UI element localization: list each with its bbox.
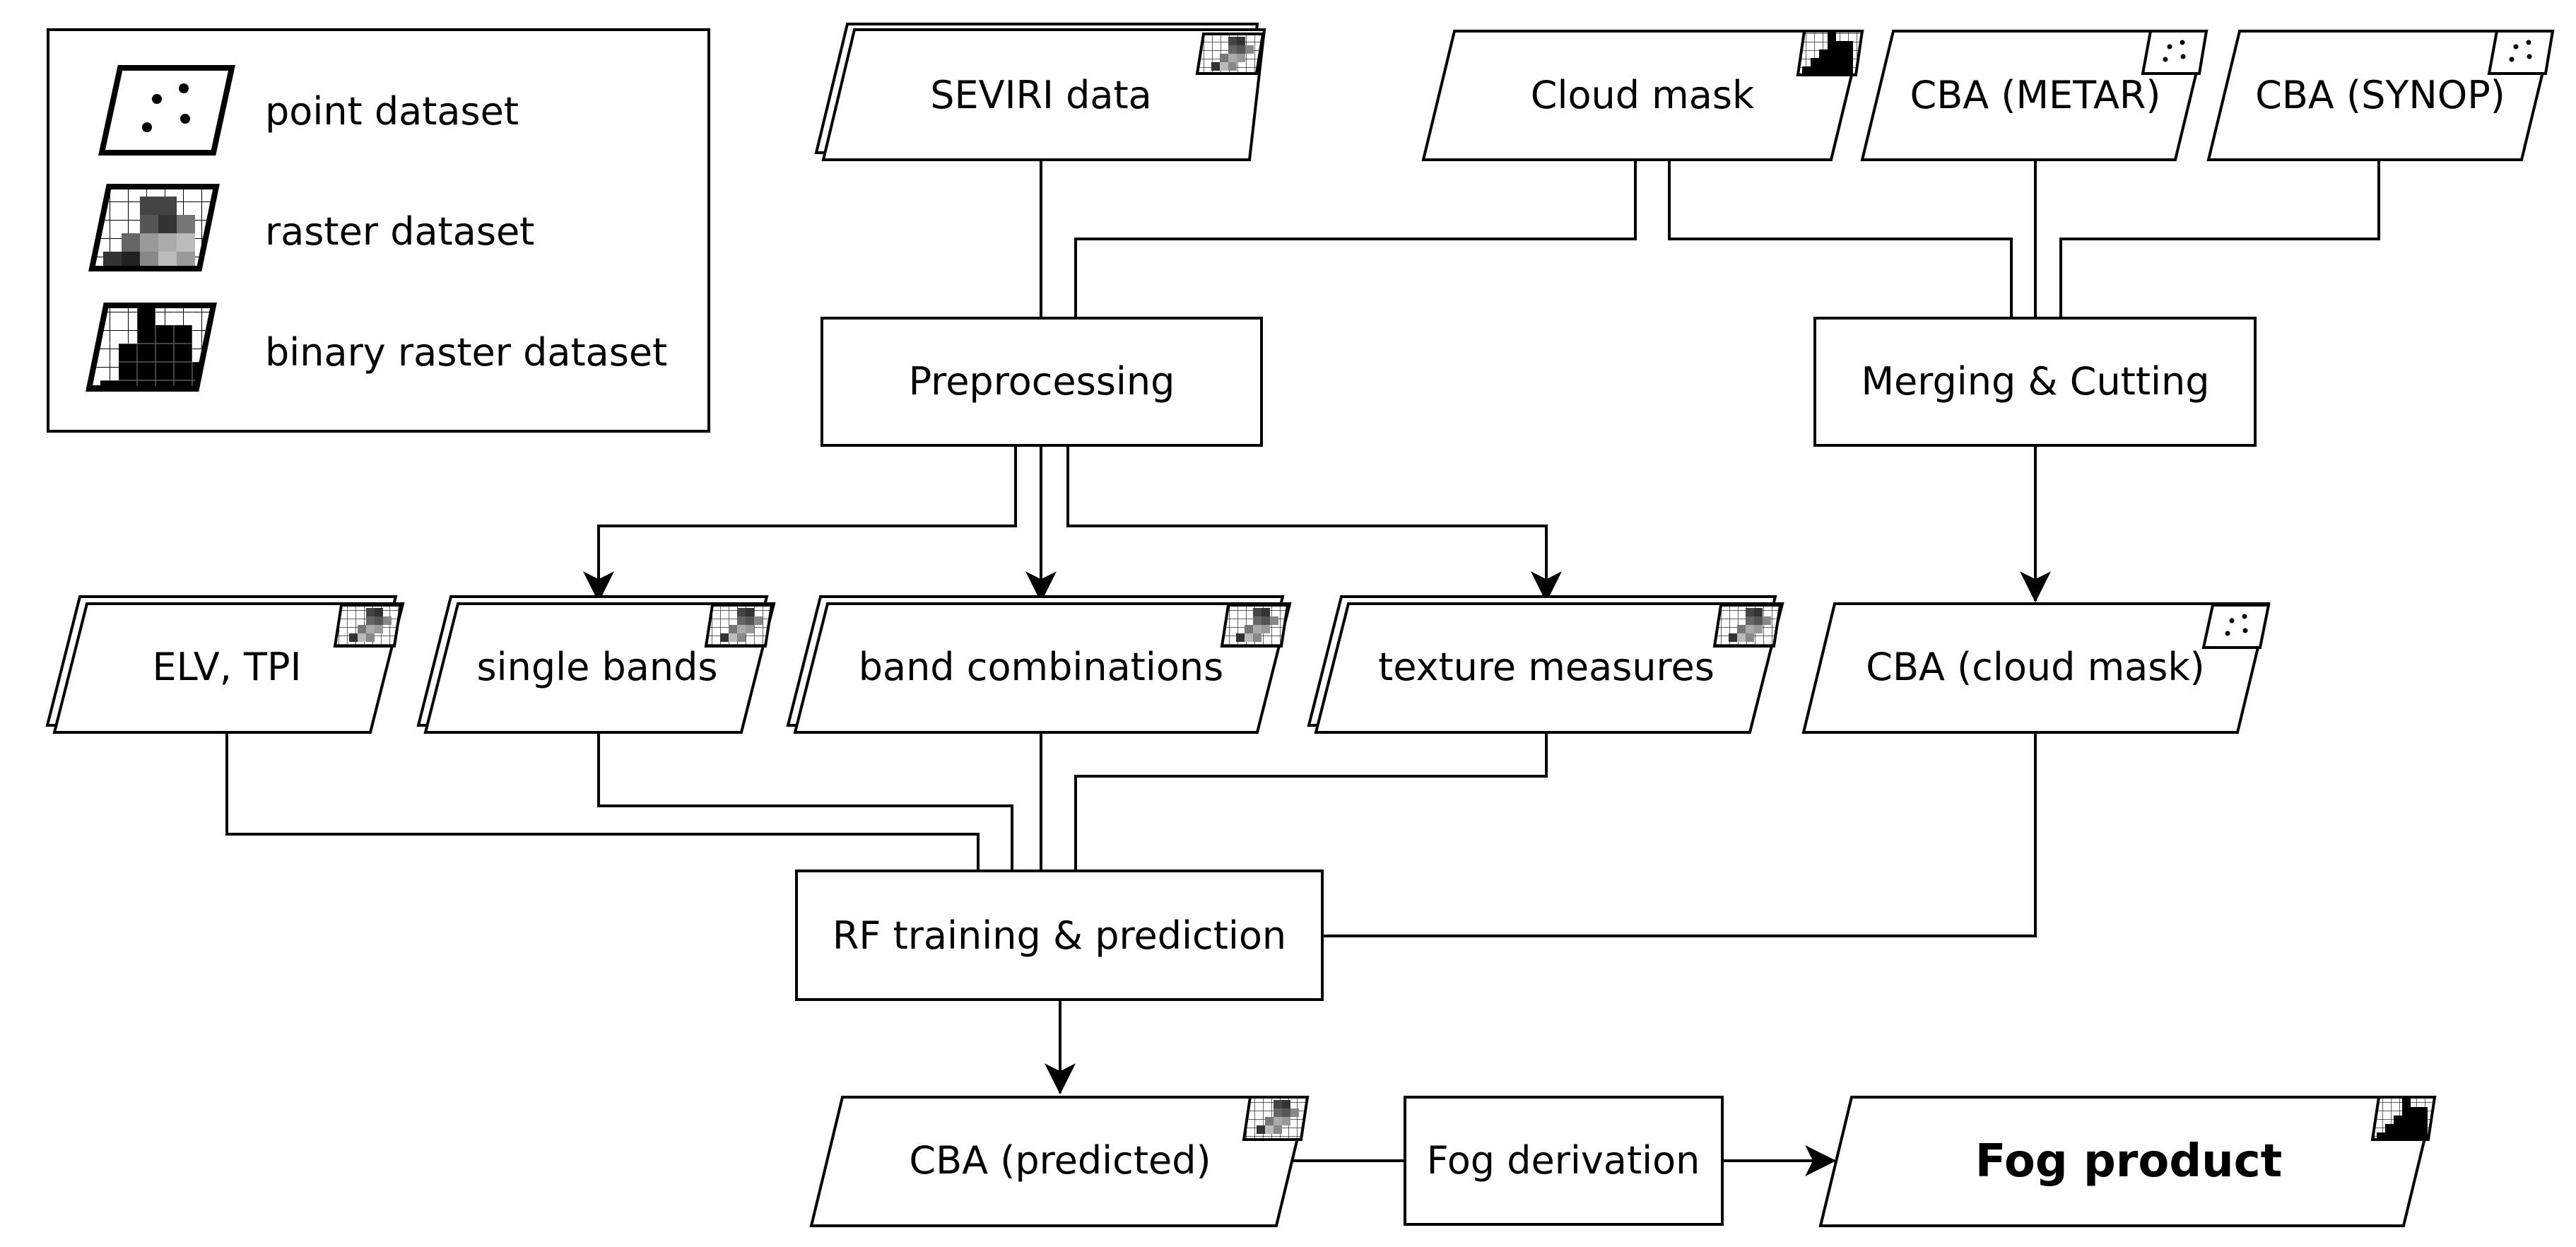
node-cba-metar: CBA (METAR) (1860, 30, 2209, 161)
node-fog-product: Fog product (1818, 1096, 2437, 1227)
raster-thumbnail-icon (1220, 604, 1290, 648)
point-dataset-icon (98, 65, 235, 156)
label-fog-product: Fog product (1975, 1135, 2282, 1188)
edge-elv-rf (225, 732, 980, 871)
label-cloud-mask: Cloud mask (1531, 73, 1755, 117)
edge-preprocessing-texture (1066, 445, 1562, 603)
node-cba-predicted: CBA (predicted) (809, 1096, 1310, 1227)
edge-synop-merging (2059, 160, 2380, 318)
binary-thumbnail-icon (1796, 30, 1864, 76)
point-thumbnail-icon (2201, 604, 2271, 649)
label-merging-cutting: Merging & Cutting (1861, 359, 2209, 404)
binary-raster-dataset-icon (86, 303, 217, 392)
label-texture-measures: texture measures (1378, 645, 1715, 689)
label-elv-tpi: ELV, TPI (152, 645, 301, 689)
node-fog-derivation: Fog derivation (1404, 1096, 1724, 1226)
point-thumbnail-icon (2487, 30, 2555, 75)
node-band-combinations: band combinations (786, 595, 1292, 734)
label-cba-cloud-mask: CBA (cloud mask) (1866, 645, 2205, 689)
node-elv-tpi: ELV, TPI (45, 595, 405, 734)
label-cba-metar: CBA (METAR) (1910, 73, 2161, 117)
node-rf-training-prediction: RF training & prediction (795, 870, 1324, 1001)
label-preprocessing: Preprocessing (909, 359, 1175, 404)
edge-cloudmask-preprocessing (1074, 160, 1637, 318)
raster-thumbnail-icon (333, 604, 403, 648)
label-band-combinations: band combinations (859, 645, 1224, 689)
raster-dataset-icon (88, 184, 220, 271)
node-single-bands: single bands (416, 595, 776, 734)
label-single-bands: single bands (476, 645, 717, 689)
node-texture-measures: texture measures (1307, 595, 1784, 734)
point-thumbnail-icon (2141, 30, 2209, 75)
raster-thumbnail-icon (704, 604, 774, 648)
label-cba-predicted: CBA (predicted) (909, 1138, 1211, 1183)
node-cba-synop: CBA (SYNOP) (2206, 30, 2555, 161)
node-preprocessing: Preprocessing (821, 317, 1263, 447)
label-rf-training-prediction: RF training & prediction (833, 913, 1286, 958)
connectors (225, 160, 2380, 1176)
legend-label-binary: binary raster dataset (265, 330, 667, 375)
raster-thumbnail-icon (1195, 33, 1265, 75)
raster-thumbnail-icon (1712, 604, 1782, 648)
node-merging-cutting: Merging & Cutting (1813, 317, 2257, 447)
label-cba-synop: CBA (SYNOP) (2255, 73, 2505, 117)
legend-label-raster: raster dataset (265, 209, 534, 254)
edge-cloudmask-merging (1668, 160, 2013, 318)
edge-preprocessing-singlebands (583, 445, 1017, 603)
legend: point dataset ras (47, 28, 710, 433)
edge-cbacloudmask-rf (1322, 732, 2037, 937)
node-seviri-data: SEVIRI data (814, 23, 1266, 161)
legend-label-point: point dataset (265, 89, 519, 134)
label-seviri-data: SEVIRI data (930, 73, 1152, 117)
label-fog-derivation: Fog derivation (1427, 1138, 1700, 1183)
node-cba-cloud-mask: CBA (cloud mask) (1801, 602, 2271, 734)
edge-texture-rf (1074, 732, 1548, 871)
node-cloud-mask: Cloud mask (1421, 30, 1864, 161)
raster-thumbnail-icon (1242, 1096, 1310, 1141)
edge-singlebands-rf (597, 732, 1013, 871)
binary-thumbnail-icon (2370, 1096, 2437, 1141)
